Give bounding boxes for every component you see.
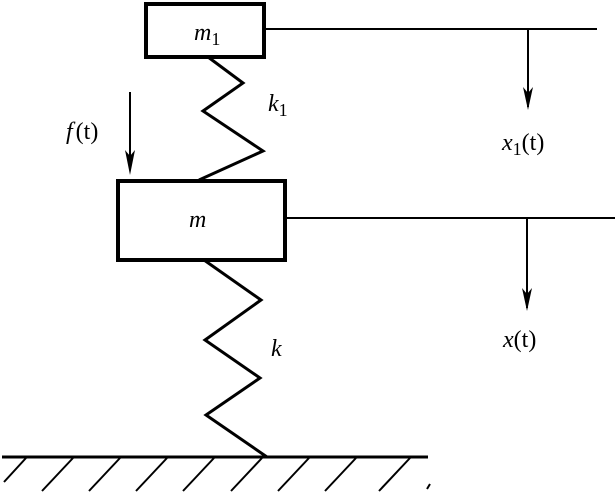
x1-arrowhead-icon	[523, 87, 533, 110]
x-arrowhead-icon	[522, 288, 532, 311]
x-label: x(t)	[502, 327, 536, 353]
force-arrowhead-icon	[125, 150, 135, 175]
spring-k-label: k	[271, 336, 282, 362]
ground	[2, 455, 431, 492]
force-label: f(t)	[66, 119, 98, 145]
mass-m-label: m	[189, 207, 206, 233]
x1-label: x1(t)	[501, 130, 544, 159]
spring-k	[202, 258, 268, 459]
ground-hatching	[3, 457, 431, 492]
mass-m1-box	[144, 2, 266, 59]
spring-k1	[198, 55, 267, 182]
spring-k1-label: k1	[268, 91, 288, 120]
mass-m-box	[116, 179, 287, 262]
mass-m1-label: m1	[194, 20, 220, 49]
